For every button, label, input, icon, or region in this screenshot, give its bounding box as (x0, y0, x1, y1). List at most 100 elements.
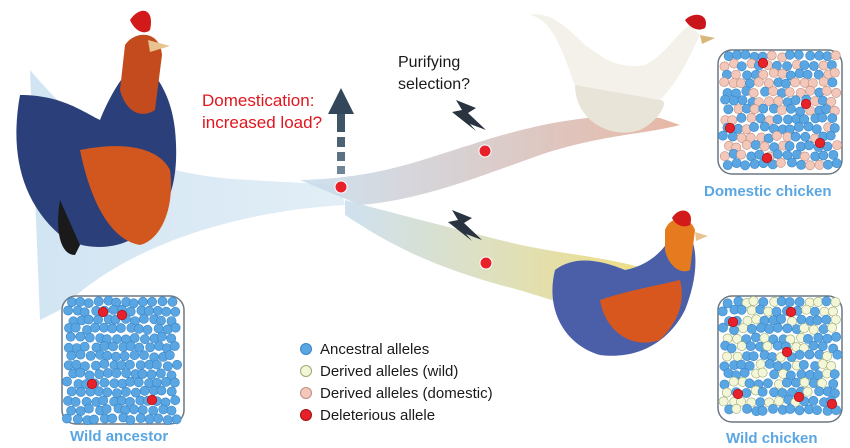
allele-dot (799, 323, 810, 333)
allele-dot (722, 298, 733, 309)
allele-dot (830, 50, 841, 61)
allele-dot (753, 77, 764, 87)
allele-dot (742, 403, 752, 414)
allele-dot (757, 386, 768, 397)
deleterious-allele-dot (785, 306, 797, 318)
deleterious-allele-dot (724, 122, 736, 134)
ancestral-allele-swatch (300, 343, 312, 355)
allele-dot (155, 368, 166, 379)
allele-dot (769, 369, 780, 380)
allele-dot (772, 114, 783, 125)
allele-dot (166, 405, 177, 416)
allele-dot (777, 388, 788, 398)
allele-dot (782, 377, 792, 388)
allele-dot (802, 386, 813, 397)
allele-dot (793, 49, 804, 60)
deleterious-allele-dot (116, 309, 128, 321)
allele-dot (83, 298, 94, 308)
allele-dot (760, 86, 770, 97)
allele-dot (94, 386, 104, 397)
allele-dot (784, 297, 795, 307)
allele-dot (810, 151, 821, 162)
allele-dot (826, 360, 837, 371)
allele-dot (90, 322, 100, 333)
allele-dot (137, 296, 148, 307)
allele-dot (772, 149, 783, 160)
allele-dot (821, 85, 832, 96)
allele-dot (62, 376, 72, 387)
allele-dot (108, 304, 119, 315)
allele-dot (731, 158, 742, 168)
allele-dot (813, 332, 824, 343)
allele-dot (831, 87, 842, 98)
allele-dot (172, 359, 182, 370)
allele-dot (780, 78, 791, 89)
allele-dot (128, 404, 139, 415)
allele-dot (794, 296, 805, 307)
allele-dot (731, 69, 741, 80)
allele-dot (818, 60, 829, 71)
allele-dot (790, 77, 800, 88)
allele-dot (152, 305, 163, 316)
allele-dot (759, 141, 770, 152)
allele-dot (776, 157, 786, 168)
allele-dot (830, 297, 841, 307)
allele-dot (153, 413, 164, 424)
allele-dot (135, 413, 146, 423)
allele-dot (791, 377, 801, 388)
allele-dot (75, 296, 86, 307)
derived-wild-swatch (300, 365, 312, 377)
allele-dot (63, 305, 73, 316)
allele-dot (790, 95, 801, 106)
allele-dot (151, 359, 162, 370)
allele-dot (167, 296, 178, 307)
allele-dot (827, 322, 837, 333)
domestication-label: Domestication: increased load? (202, 90, 322, 134)
allele-dot (746, 113, 757, 123)
allele-dot (135, 360, 146, 370)
allele-dot (142, 324, 153, 335)
deleterious-swatch (300, 409, 312, 421)
allele-dot (763, 78, 774, 89)
rooster-illustration (16, 10, 177, 255)
allele-dot (111, 351, 121, 362)
allele-dot (818, 150, 829, 161)
allele-dot (793, 122, 804, 132)
allele-dot (70, 322, 81, 333)
allele-dot (755, 359, 766, 370)
allele-dot (822, 51, 833, 62)
allele-dot (137, 369, 148, 379)
lightning-icon (448, 100, 486, 241)
allele-dot (129, 350, 140, 361)
allele-dot (827, 113, 838, 124)
allele-dot (757, 405, 768, 416)
allele-dot (828, 378, 839, 389)
allele-dot (102, 350, 113, 361)
allele-dot (744, 360, 755, 371)
allele-dot (93, 296, 104, 307)
deleterious-allele-dot (826, 398, 838, 410)
allele-dot (808, 324, 819, 335)
deleterious-allele-dot (781, 346, 793, 358)
allele-dot (812, 315, 823, 326)
allele-dot (808, 340, 819, 351)
allele-dot (829, 369, 840, 380)
allele-dot (804, 140, 814, 151)
allele-dot (733, 104, 744, 114)
allele-dot (732, 50, 742, 60)
allele-dot (161, 306, 172, 317)
allele-dot (717, 306, 728, 317)
allele-dot (722, 160, 733, 170)
allele-dot (811, 124, 822, 135)
allele-dot (107, 413, 118, 424)
allele-dot (125, 306, 136, 317)
allele-dot (830, 314, 841, 325)
allele-dot (98, 395, 109, 406)
allele-dot (782, 150, 793, 160)
allele-dot (766, 50, 777, 61)
allele-dot (785, 404, 796, 414)
allele-dot (738, 323, 749, 333)
purifying-label-line-1: Purifying (398, 54, 461, 71)
domestication-label-line-1: Domestication: (202, 91, 315, 110)
allele-dot (125, 341, 136, 351)
